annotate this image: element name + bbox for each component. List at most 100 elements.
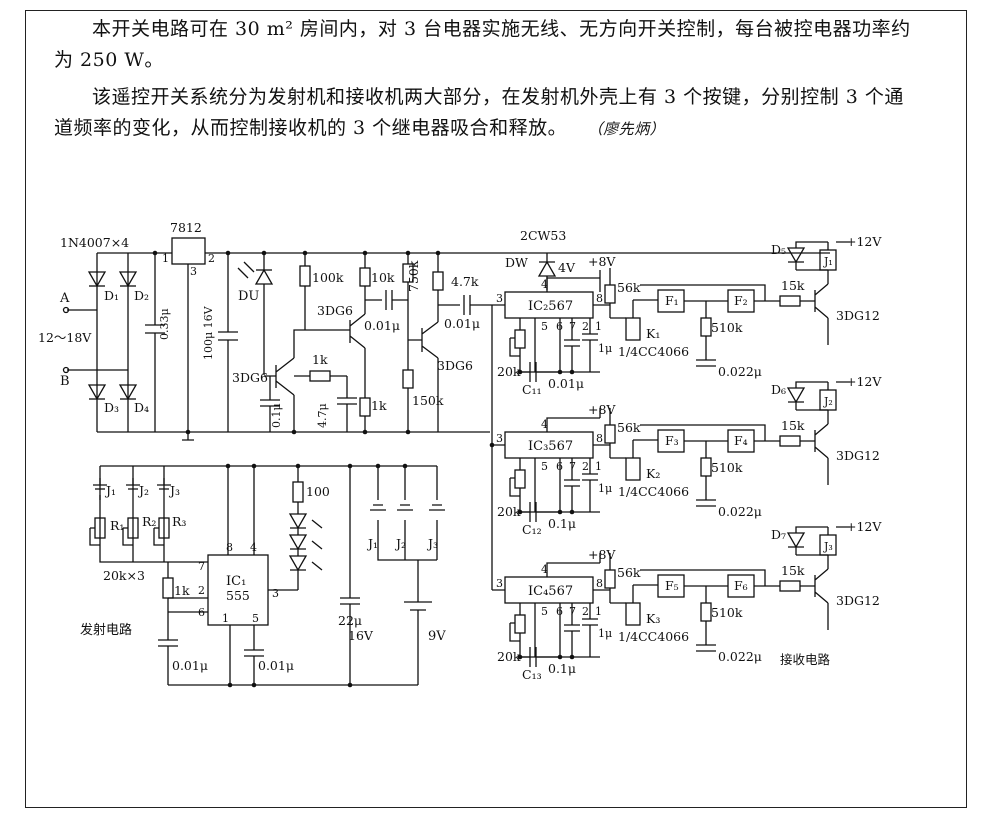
tx-switch-j1: J₁: [93, 478, 116, 500]
diode-d2-label: D₂: [134, 288, 149, 303]
relay-label-ch3: J₃: [823, 540, 833, 553]
resistor-56k-label-ch3: 56k: [617, 565, 641, 580]
description-paragraph-1: 本开关电路可在 30 m² 房间内，对 3 台电器实施无线、无方向开关控制，每台…: [54, 14, 914, 76]
tx-contact-j2-label: J₂: [394, 536, 406, 551]
tx-battery-label: 9V: [428, 629, 446, 644]
input-b-label: B: [60, 374, 70, 389]
ic-pin3-ch2: 3: [496, 432, 503, 445]
gate-fa-label-ch2: F₃: [665, 433, 679, 448]
gate-fa-label-ch3: F₅: [665, 578, 679, 593]
reg-pin-3: 3: [190, 265, 197, 278]
ic-pin2-ch1: 2: [582, 320, 589, 333]
cd4066-label-ch1: 1/4CC4066: [618, 344, 689, 359]
regulator-7812: [171, 237, 206, 265]
ic1-part-label: 555: [226, 588, 250, 603]
ic1-pin-1: 1: [222, 612, 229, 625]
ic-pin4-ch3: 4: [541, 563, 548, 576]
description-paragraph-2: 该遥控开关系统分为发射机和接收机两大部分，在发射机外壳上有 3 个按键，分别控制…: [54, 82, 914, 145]
ic-pin8-ch2: 8: [596, 432, 603, 445]
resistor-47k-label: 4.7k: [451, 274, 479, 289]
gate-fa-label-ch1: F₁: [665, 293, 679, 308]
tx-switch-j1-label: J₁: [104, 483, 116, 498]
diode-d1-label: D₁: [104, 288, 119, 303]
diode-d3-label: D₃: [104, 400, 119, 415]
supply-12v-label-ch1: +12V: [846, 234, 882, 249]
switch-k-label-ch2: K₂: [646, 466, 660, 481]
ic-pin8-ch3: 8: [596, 577, 603, 590]
tx-switch-j2-label: J₂: [137, 483, 149, 498]
supply-8v-label-2: +8V: [588, 402, 616, 417]
diode-d-label-ch3: D₇: [771, 527, 786, 542]
power-supply: 1N4007×4 7812 1 2 3 D₁ D₂ D₃ D₄: [38, 220, 490, 441]
gate-fb-label-ch1: F₂: [734, 293, 748, 308]
cap-c1-label-ch3: 1μ: [598, 627, 612, 640]
resistor-510k-label-ch3: 510k: [711, 605, 743, 620]
receiver-front-end: DU 3DG6 0.1μ 1k 4.7μ 100k 3DG6 10k 1k 0: [232, 253, 505, 591]
cap-001u-b-label: 0.01μ: [444, 316, 480, 331]
cap-47u-label: 4.7μ: [316, 403, 329, 428]
transistor-q3-label: 3DG6: [437, 358, 473, 373]
tx-contact-j3-label: J₃: [426, 536, 438, 551]
ic-pin3-ch1: 3: [496, 292, 503, 305]
transmitter-circuit-label: 发射电路: [80, 622, 132, 638]
cap-100u-label: 100μ 16V: [202, 305, 215, 360]
receiver-circuit-label: 接收电路: [780, 652, 831, 667]
tx-switch-j2: J₂: [126, 478, 149, 498]
reg-pin-1: 1: [162, 252, 169, 265]
tx-r3-label: R₃: [172, 514, 186, 529]
ic-pin1-ch2: 1: [595, 460, 602, 473]
zener-voltage-label: 4V: [558, 260, 576, 275]
ic-567-label-ch2: IC₃567: [528, 439, 573, 454]
cap-ct-label-ch1: C₁₁: [522, 382, 542, 397]
cap-cout-label-ch1: 0.022μ: [718, 364, 762, 379]
resistor-10k-label: 10k: [371, 270, 395, 285]
tx-r2-label: R₂: [142, 514, 156, 529]
zener-dw-label: DW: [505, 255, 528, 270]
cap-cout-label-ch3: 0.022μ: [718, 649, 762, 664]
resistor-510k-label-ch2: 510k: [711, 460, 743, 475]
supply-8v-label-3: +8V: [588, 547, 616, 562]
cap-ct-label-ch2: C₁₂: [522, 522, 542, 537]
transistor-q-label-ch1: 3DG12: [836, 308, 880, 323]
resistor-56k-label-ch2: 56k: [617, 420, 641, 435]
pot-20k-label-ch3: 20k: [497, 649, 521, 664]
pot-20k-label-ch1: 20k: [497, 364, 521, 379]
cap-c01-label-ch1: 0.01μ: [548, 376, 584, 391]
ic1-pin-3: 3: [272, 587, 279, 600]
resistor-15k-label-ch2: 15k: [781, 418, 805, 433]
description-text-1: 本开关电路可在 30 m² 房间内，对 3 台电器实施无线、无方向开关控制，每台…: [54, 18, 911, 71]
zener-regulator: 2CW53 DW 4V +8V: [490, 228, 830, 292]
power-junctions: [152, 250, 495, 448]
ic-567-label-ch3: IC₄567: [528, 584, 573, 599]
ic-pin1-ch3: 1: [595, 605, 602, 618]
ic-pin2-ch2: 2: [582, 460, 589, 473]
ic-pin1-ch1: 1: [595, 320, 602, 333]
cap-001u-a-label: 0.01μ: [364, 318, 400, 333]
relay-label-ch2: J₂: [823, 395, 833, 408]
switch-k-label-ch1: K₁: [646, 326, 660, 341]
resistor-15k-label-ch3: 15k: [781, 563, 805, 578]
switch-k-label-ch3: K₃: [646, 611, 660, 626]
transistor-q2-label: 3DG6: [317, 303, 353, 318]
tx-c22-voltage-label: 16V: [348, 628, 374, 643]
author-credit: （廖先炳）: [595, 120, 666, 138]
photodiode-du-label: DU: [238, 289, 259, 304]
ic-pin5-ch1: 5: [541, 320, 548, 333]
resistor-1k-emitter-label: 1k: [371, 398, 387, 413]
resistor-510k-label-ch1: 510k: [711, 320, 743, 335]
tx-r1-label: R₁: [110, 518, 124, 533]
resistor-1k-label: 1k: [312, 352, 328, 367]
tx-r-1k-label: 1k: [174, 583, 190, 598]
input-a-label: A: [59, 291, 70, 306]
tx-r-values-label: 20k×3: [103, 568, 145, 583]
tx-contact-j1-label: J₁: [366, 536, 378, 551]
diode-d4-label: D₄: [134, 400, 149, 415]
ic-pin5-ch2: 5: [541, 460, 548, 473]
transmitter-circuit: J₁ J₂ J₃ R₁ R₂ R₃ 20k×3 IC₁ 555 7 2 6 8 …: [80, 463, 446, 688]
cap-033u-label: 0.33μ: [158, 308, 171, 340]
zener-part-label: 2CW53: [520, 228, 566, 243]
ic-pin5-ch3: 5: [541, 605, 548, 618]
cap-ct-label-ch3: C₁₃: [522, 667, 542, 682]
